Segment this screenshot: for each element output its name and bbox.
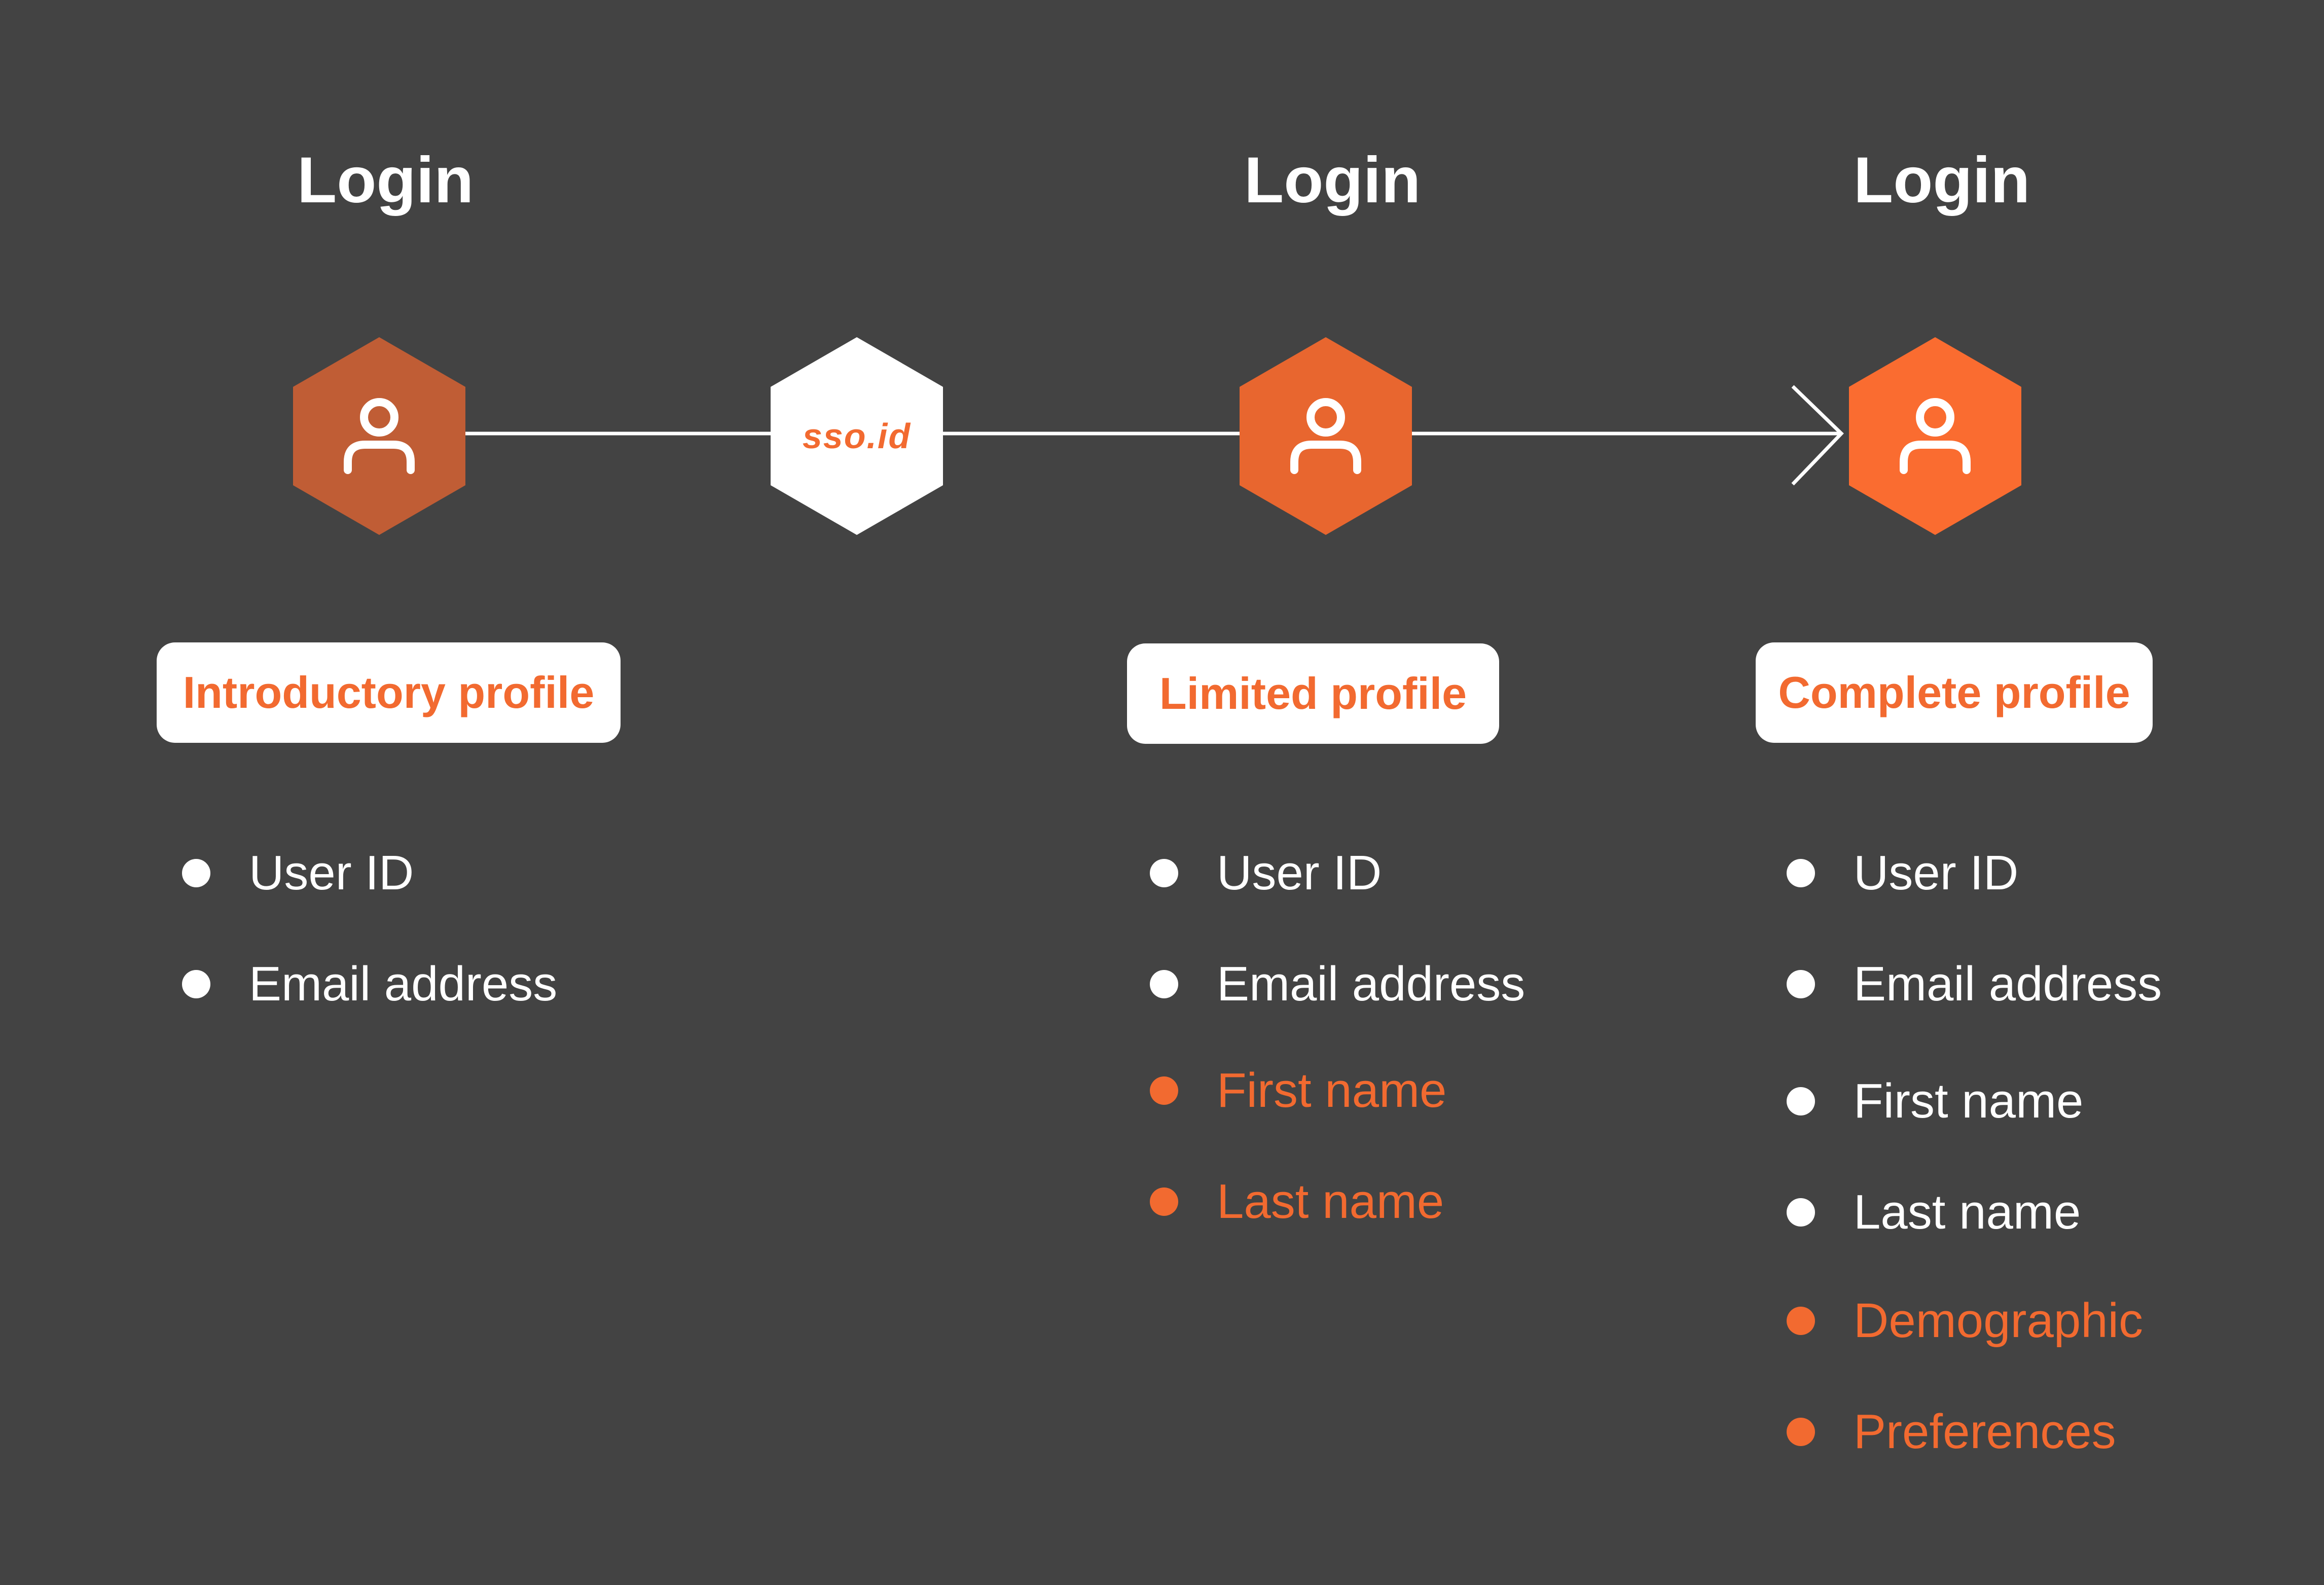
attribute-label: Email address bbox=[1854, 957, 2162, 1011]
attribute-label: Last name bbox=[1217, 1174, 1444, 1229]
stage-1-hexagon bbox=[293, 337, 465, 535]
bullet-icon bbox=[1787, 1087, 1815, 1115]
user-icon bbox=[344, 398, 415, 474]
bullet-icon bbox=[1150, 1076, 1178, 1105]
list-item: Email address bbox=[182, 960, 557, 1008]
list-item: First name bbox=[1150, 1066, 1446, 1115]
attribute-label: Email address bbox=[1217, 957, 1526, 1011]
bullet-icon bbox=[1787, 859, 1815, 887]
stage-3-hexagon bbox=[1849, 337, 2021, 535]
attribute-label: User ID bbox=[1854, 846, 2019, 900]
list-item: User ID bbox=[1150, 849, 1382, 897]
bullet-icon bbox=[1150, 859, 1178, 887]
bullet-icon bbox=[1787, 970, 1815, 998]
bullet-icon bbox=[182, 859, 210, 887]
bullet-icon bbox=[182, 970, 210, 998]
limited-profile-pill: Limited profile bbox=[1127, 643, 1499, 744]
introductory-profile-pill: Introductory profile bbox=[157, 642, 621, 743]
bullet-icon bbox=[1150, 970, 1178, 998]
list-item: Demographic bbox=[1787, 1296, 2143, 1345]
attribute-label: User ID bbox=[1217, 846, 1382, 900]
list-item: Last name bbox=[1150, 1177, 1444, 1226]
list-item: Preferences bbox=[1787, 1408, 2116, 1456]
bullet-icon bbox=[1150, 1187, 1178, 1216]
list-item: User ID bbox=[182, 849, 414, 897]
complete-profile-pill: Complete profile bbox=[1756, 642, 2153, 743]
attribute-label: Demographic bbox=[1854, 1293, 2143, 1348]
attribute-label: Last name bbox=[1854, 1185, 2081, 1239]
bullet-icon bbox=[1787, 1307, 1815, 1335]
stage-3-title: Login bbox=[1854, 144, 2030, 217]
stage-2-hexagon bbox=[1240, 337, 1412, 535]
bullet-icon bbox=[1787, 1418, 1815, 1446]
user-icon bbox=[1290, 398, 1361, 474]
attribute-label: First name bbox=[1854, 1074, 2084, 1128]
bullet-icon bbox=[1787, 1198, 1815, 1227]
list-item: Last name bbox=[1787, 1188, 2081, 1237]
list-item: Email address bbox=[1787, 960, 2162, 1008]
attribute-label: Preferences bbox=[1854, 1404, 2116, 1459]
attribute-label: First name bbox=[1217, 1063, 1447, 1118]
attribute-label: User ID bbox=[249, 846, 414, 900]
attribute-label: Email address bbox=[249, 957, 558, 1011]
sso-logo-text: sso.id bbox=[802, 416, 912, 456]
list-item: User ID bbox=[1787, 849, 2018, 897]
arrow-head-icon bbox=[1791, 385, 1844, 486]
sso-hexagon: sso.id bbox=[771, 337, 943, 535]
list-item: Email address bbox=[1150, 960, 1525, 1008]
user-icon bbox=[1900, 398, 1971, 474]
list-item: First name bbox=[1787, 1077, 2083, 1126]
stage-2-title: Login bbox=[1244, 144, 1421, 217]
stage-1-title: Login bbox=[297, 144, 474, 217]
